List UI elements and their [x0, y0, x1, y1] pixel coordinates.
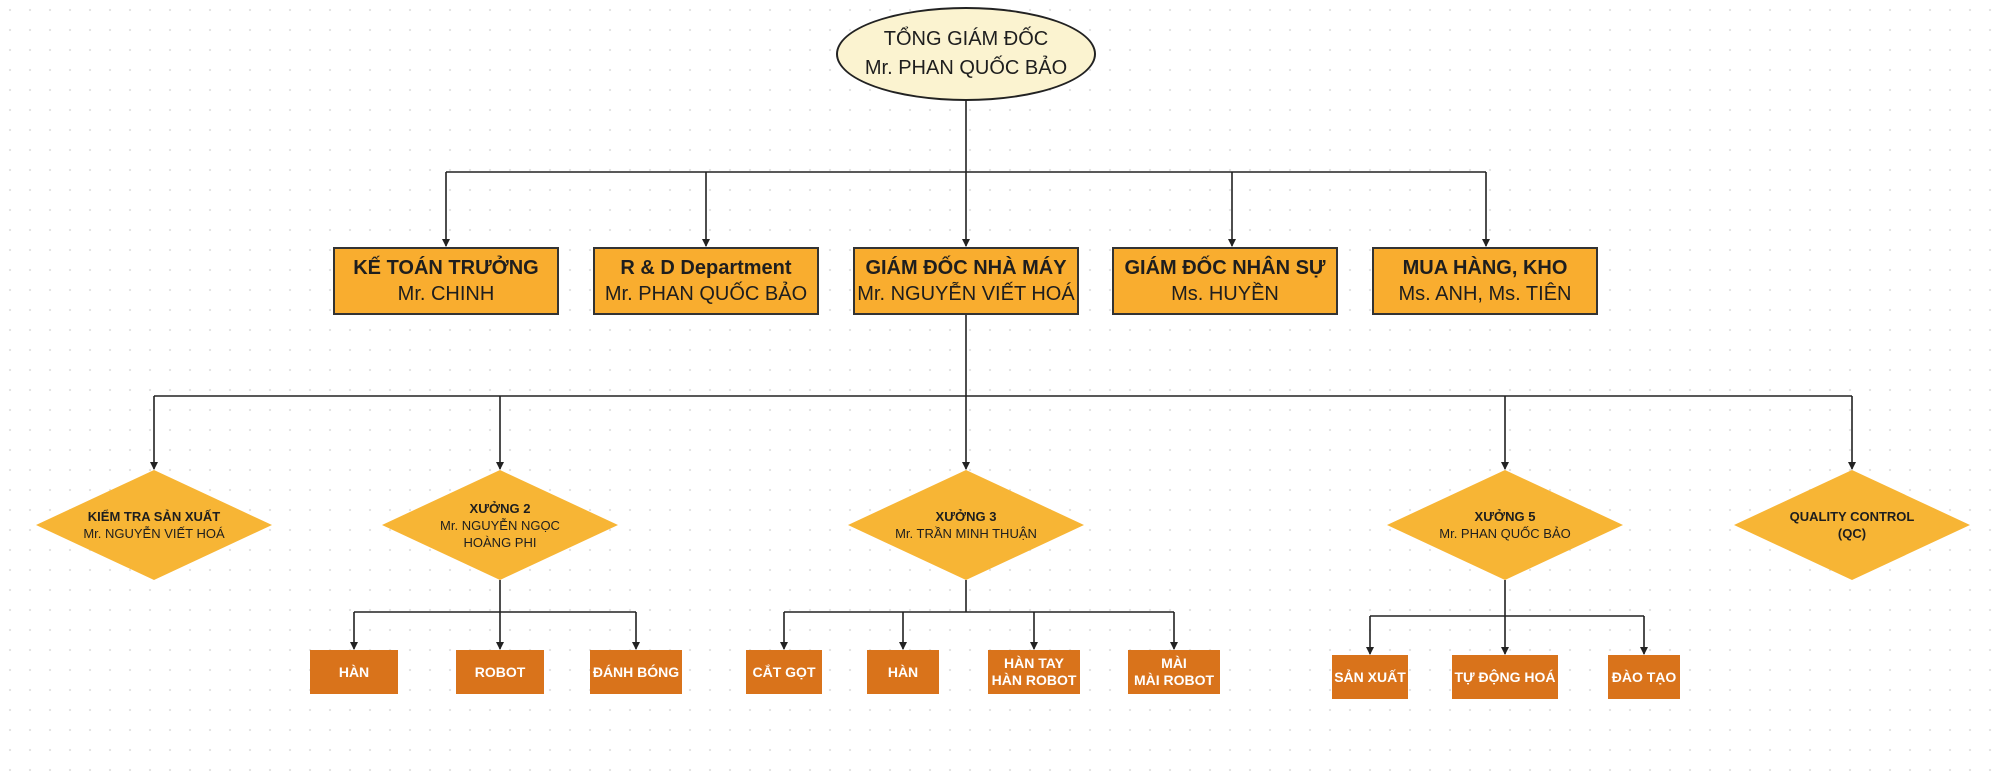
team-box: ĐÀO TẠO — [1608, 655, 1680, 699]
team-box: ĐÁNH BÓNG — [590, 650, 682, 694]
team-box: HÀN TAY HÀN ROBOT — [988, 650, 1080, 694]
team-box: CẮT GỌT — [746, 650, 822, 694]
department-head-name: Ms. ANH, Ms. TIÊN — [1398, 283, 1572, 305]
team-label: HÀN — [338, 663, 370, 680]
unit-title: XƯỞNG 3 — [935, 509, 997, 524]
team-box: HÀN — [310, 650, 398, 694]
diamond-shape — [1387, 470, 1623, 580]
unit-production-inspection: KIỂM TRA SẢN XUẤT Mr. NGUYỄN VIẾT HOÁ — [36, 470, 272, 580]
general-director-title: TỔNG GIÁM ĐỐC — [883, 28, 1049, 50]
department-title: MUA HÀNG, KHO — [1402, 257, 1568, 279]
team-label-line2: MÀI ROBOT — [1133, 672, 1215, 688]
unit-title: KIỂM TRA SẢN XUẤT — [87, 509, 221, 524]
department-purchasing-warehouse: MUA HÀNG, KHO Ms. ANH, Ms. TIÊN — [1372, 247, 1598, 315]
department-hr-director: GIÁM ĐỐC NHÂN SỰ Ms. HUYỀN — [1112, 247, 1338, 315]
department-title: R & D Department — [620, 257, 792, 279]
team-label: TỰ ĐỘNG HOÁ — [1454, 668, 1556, 685]
diamond-shape — [848, 470, 1084, 580]
general-director-name: Mr. PHAN QUỐC BẢO — [864, 57, 1068, 79]
team-box: SẢN XUẤT — [1332, 655, 1408, 699]
team-label: ĐÀO TẠO — [1611, 668, 1677, 685]
team-label: ĐÁNH BÓNG — [592, 663, 680, 680]
unit-subtitle: (QC) — [1837, 526, 1867, 541]
department-title: GIÁM ĐỐC NHÂN SỰ — [1124, 257, 1326, 279]
department-chief-accountant: KẾ TOÁN TRƯỞNG Mr. CHINH — [333, 247, 559, 315]
team-box: TỰ ĐỘNG HOÁ — [1452, 655, 1558, 699]
department-rnd: R & D Department Mr. PHAN QUỐC BẢO — [593, 247, 819, 315]
department-head-name: Mr. PHAN QUỐC BẢO — [604, 283, 808, 305]
department-head-name: Mr. NGUYỄN VIẾT HOÁ — [857, 283, 1075, 305]
unit-title: XƯỞNG 2 — [469, 500, 531, 516]
department-head-name: Ms. HUYỀN — [1171, 283, 1279, 305]
team-box: ROBOT — [456, 650, 544, 694]
department-factory-director: GIÁM ĐỐC NHÀ MÁY Mr. NGUYỄN VIẾT HOÁ — [853, 247, 1079, 315]
team-label: MÀI — [1161, 655, 1187, 671]
team-label: HÀN — [887, 663, 919, 680]
department-title: KẾ TOÁN TRƯỞNG — [353, 257, 539, 279]
unit-xuong-2: XƯỞNG 2 Mr. NGUYỄN NGỌC HOÀNG PHI — [382, 470, 618, 580]
unit-head-name: Mr. TRẦN MINH THUẬN — [895, 526, 1037, 541]
unit-head-name: Mr. NGUYỄN VIẾT HOÁ — [83, 526, 225, 541]
unit-head-name: Mr. PHAN QUỐC BẢO — [1439, 526, 1571, 541]
unit-quality-control: QUALITY CONTROL (QC) — [1734, 470, 1970, 580]
unit-title: XƯỞNG 5 — [1474, 509, 1536, 524]
department-title: GIÁM ĐỐC NHÀ MÁY — [865, 257, 1067, 279]
diamond-shape — [1734, 470, 1970, 580]
unit-xuong-3: XƯỞNG 3 Mr. TRẦN MINH THUẬN — [848, 470, 1084, 580]
team-box: MÀI MÀI ROBOT — [1128, 650, 1220, 694]
team-box: HÀN — [867, 650, 939, 694]
team-label: CẮT GỌT — [752, 663, 816, 680]
unit-title: QUALITY CONTROL — [1789, 509, 1915, 524]
diamond-shape — [36, 470, 272, 580]
team-label: ROBOT — [474, 663, 526, 680]
general-director-node: TỔNG GIÁM ĐỐC Mr. PHAN QUỐC BẢO — [836, 7, 1096, 101]
team-label: HÀN TAY — [1004, 655, 1064, 671]
unit-head-name: Mr. NGUYỄN NGỌC HOÀNG PHI — [440, 517, 560, 550]
unit-xuong-5: XƯỞNG 5 Mr. PHAN QUỐC BẢO — [1387, 470, 1623, 580]
team-label: SẢN XUẤT — [1334, 668, 1406, 685]
team-label-line2: HÀN ROBOT — [991, 672, 1077, 688]
diamond-shape — [382, 470, 618, 580]
department-head-name: Mr. CHINH — [397, 283, 495, 305]
